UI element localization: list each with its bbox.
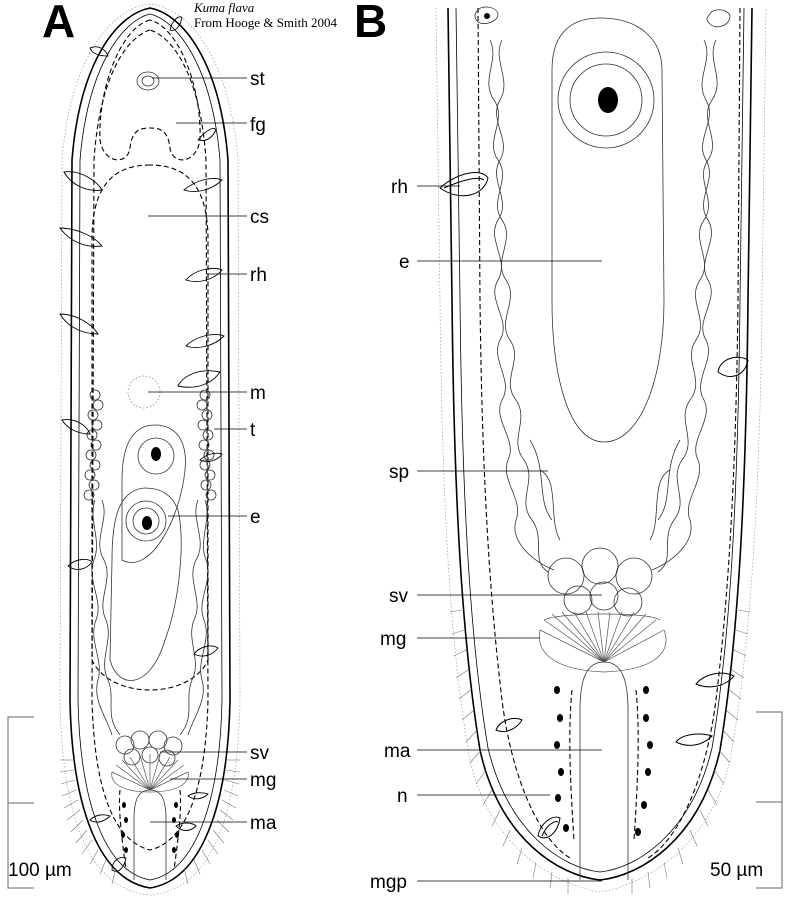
panel-a-label-cs: cs: [250, 207, 269, 228]
panel-b-label-ma: ma: [384, 741, 411, 762]
panel-b-drawing: [435, 6, 767, 894]
panel-a-label-rh: rh: [250, 265, 267, 286]
panel-label-a: A: [42, 0, 75, 47]
panel-a-label-mg: mg: [250, 770, 276, 791]
panel-a-leaders: [148, 77, 247, 823]
panel-a-label-e: e: [250, 507, 261, 528]
panel-a-labels: st fg cs rh mt e sv mg ma: [250, 69, 277, 834]
panel-b-label-n: n: [397, 786, 408, 807]
panel-a-label-ma: ma: [250, 813, 277, 834]
panel-b-label-sv: sv: [389, 586, 409, 607]
panel-b-label-sp: sp: [389, 462, 409, 483]
scale-bar-a: [7, 716, 34, 889]
panel-a-label-fg: fg: [250, 115, 266, 136]
panel-b-label-e: e: [399, 252, 410, 273]
panel-label-b: B: [354, 0, 387, 47]
source-credit: From Hooge & Smith 2004: [194, 15, 338, 30]
panel-b-label-mgp: mgp: [370, 872, 407, 893]
scale-label-b: 50 µm: [710, 860, 763, 881]
panel-a-label-m: m: [250, 383, 266, 404]
panel-a-label-sv: sv: [250, 743, 270, 764]
species-name: Kuma flava: [193, 0, 255, 15]
panel-b-labels: rh e sp sv mg ma n mgp: [370, 177, 411, 893]
panel-b-label-rh: rh: [391, 177, 408, 198]
scale-label-a: 100 µm: [8, 860, 72, 881]
panel-a-label-st: st: [250, 69, 266, 90]
panel-b-label-mg: mg: [380, 629, 406, 650]
panel-a-label-t: t: [250, 420, 256, 441]
panel-a-drawing: [59, 3, 241, 896]
scale-bar-b: [756, 711, 783, 889]
panel-b-leaders: [417, 185, 602, 882]
